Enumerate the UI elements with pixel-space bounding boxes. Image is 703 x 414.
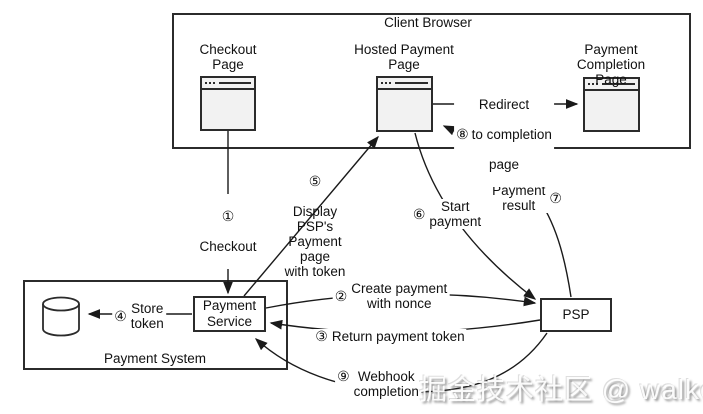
psp-label: PSP <box>562 306 590 322</box>
step-1-label: ① Checkout <box>197 194 259 269</box>
step-2-number: ② <box>334 287 348 304</box>
step-1-number: ① <box>221 208 235 224</box>
step-8-label: Redirect ⑧ to completion page <box>454 82 554 187</box>
step-3-label: ③ Return payment token <box>313 328 467 344</box>
step-3-number: ③ <box>315 328 328 344</box>
database-cylinder-icon <box>42 296 80 337</box>
step-9-label: ⑨ Webhook completion <box>335 369 421 399</box>
step-4-number: ④ <box>114 307 127 324</box>
step-2-text: Create payment with nonce <box>351 281 448 311</box>
step-6-label: ⑥ Start payment <box>410 199 484 229</box>
payment-completion-page-icon <box>583 77 640 132</box>
payment-service-box: Payment Service <box>193 296 266 332</box>
step-7-label: Payment result ⑦ <box>490 183 564 213</box>
step-7-text: Payment result <box>492 183 546 213</box>
step-9-text: Webhook completion <box>353 369 419 399</box>
checkout-page-icon <box>200 76 256 131</box>
psp-box: PSP <box>540 298 612 332</box>
checkout-page-label: Checkout Page <box>199 42 257 72</box>
step-8-post-text: page <box>488 157 520 172</box>
payment-system-label: Payment System <box>103 351 207 366</box>
watermark-text: 掘金技术社区 @ walker <box>419 374 703 405</box>
step-8-text: to completion <box>471 127 552 142</box>
step-4-text: Store token <box>130 301 164 331</box>
arrow-step5-display-page <box>243 135 379 297</box>
browser-titlebar <box>202 78 254 90</box>
step-6-text: Start payment <box>429 199 482 229</box>
step-5-number: ⑤ <box>308 173 322 189</box>
hosted-payment-page-label: Hosted Payment Page <box>354 42 454 72</box>
step-8-pre-text: Redirect <box>478 97 530 112</box>
step-2-label: ② Create payment with nonce <box>332 281 450 311</box>
payment-service-label: Payment Service <box>202 297 257 329</box>
step-6-number: ⑥ <box>412 205 426 222</box>
step-3-text: Return payment token <box>331 329 465 344</box>
browser-titlebar <box>585 79 638 91</box>
step-7-number: ⑦ <box>549 189 562 206</box>
step-8-number: ⑧ <box>456 126 469 142</box>
payment-completion-page-label: Payment Completion Page <box>576 42 646 87</box>
step-5-label: ⑤ Display PSP's Payment page with token <box>285 159 346 294</box>
client-browser-container <box>172 13 691 149</box>
hosted-payment-page-icon <box>376 76 433 132</box>
step-9-number: ⑨ <box>337 368 350 384</box>
step-1-text: Checkout <box>199 239 257 254</box>
step-5-text: Display PSP's Payment page with token <box>284 204 346 279</box>
browser-titlebar <box>378 78 431 90</box>
client-browser-title: Client Browser <box>384 15 472 30</box>
step-4-label: ④ Store token <box>112 301 166 331</box>
